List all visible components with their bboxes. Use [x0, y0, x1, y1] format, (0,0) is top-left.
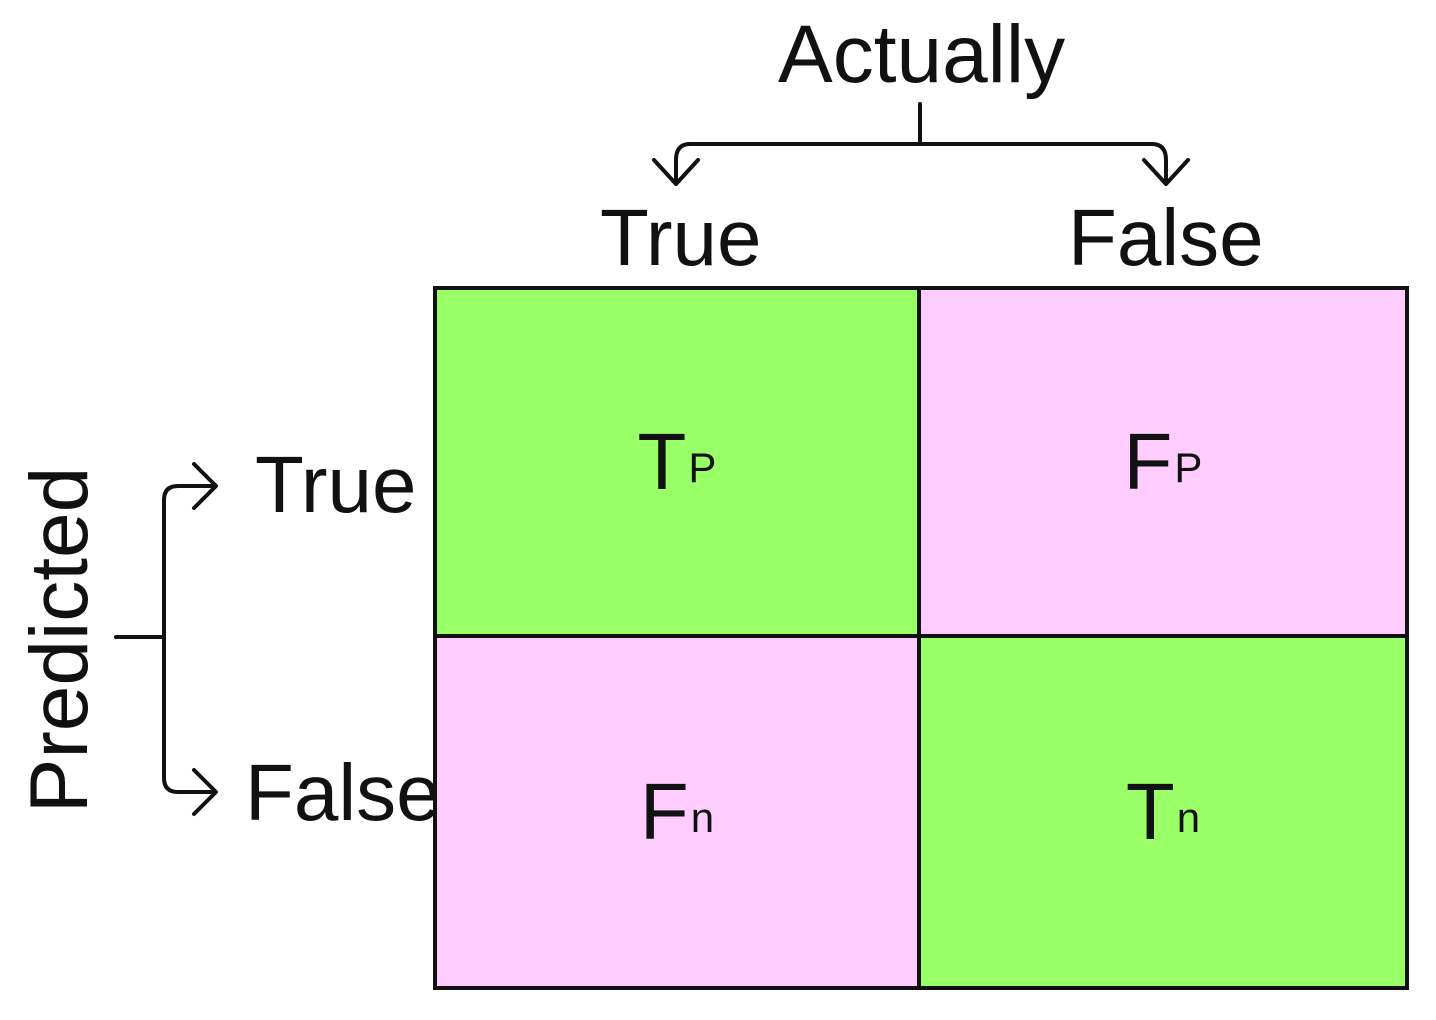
row-label-true: True [255, 440, 417, 529]
cell-tp-sub: P [688, 444, 717, 491]
actual-bracket-left-arc [674, 142, 692, 184]
cell-fn-sub: n [690, 794, 715, 841]
arrowhead-row-false [192, 768, 218, 816]
column-label-true: True [600, 193, 762, 282]
predicted-bracket-bottom-arc [162, 776, 214, 794]
cell-tn-sub: n [1176, 794, 1201, 841]
cell-tn-main: T [1125, 767, 1175, 856]
column-label-false: False [1068, 193, 1264, 282]
row-label-false: False [245, 748, 441, 837]
arrowhead-col-false [1142, 158, 1190, 186]
cell-fp-sub: P [1174, 444, 1203, 491]
actual-bracket-right-arc [1150, 142, 1168, 184]
cell-tp-main: T [637, 417, 687, 506]
arrowhead-col-true [652, 158, 700, 186]
predicted-bracket-top-arc [162, 484, 214, 502]
cell-fp-main: F [1123, 417, 1173, 506]
actually-title: Actually [778, 9, 1066, 100]
arrowhead-row-true [192, 462, 218, 510]
cell-fn-main: F [639, 767, 689, 856]
